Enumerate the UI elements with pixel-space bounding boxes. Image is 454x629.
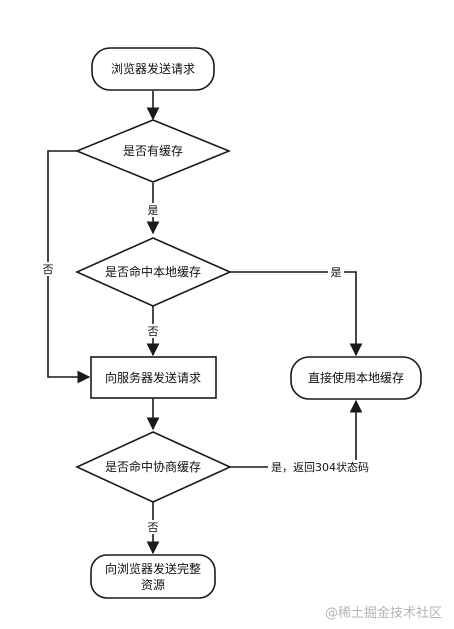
edge-hit-local-yes — [230, 271, 363, 357]
node-start-box — [91, 47, 215, 91]
edge-label-hit-local-yes: 是 — [331, 266, 342, 279]
node-send-server-box — [90, 356, 217, 399]
edge-label-negotiate-no: 否 — [148, 521, 159, 534]
node-full-resource-label-line2: 资源 — [141, 578, 165, 592]
node-full-resource-label-line1: 向浏览器发送完整 — [105, 561, 201, 576]
edge-label-has-cache-no: 否 — [43, 263, 54, 276]
node-hit-negotiate-label: 是否命中协商缓存 — [105, 459, 201, 474]
node-send-server-label: 向服务器发送请求 — [105, 370, 201, 385]
node-hit-negotiate-diamond — [75, 431, 232, 503]
node-has-cache-label: 是否有缓存 — [123, 144, 183, 158]
node-hit-local-label: 是否命中本地缓存 — [105, 264, 201, 279]
node-use-local-box — [290, 356, 422, 400]
node-has-cache-diamond — [74, 119, 232, 183]
node-start-label: 浏览器发送请求 — [111, 61, 195, 76]
node-full-resource-box — [90, 554, 216, 599]
node-hit-local-diamond — [75, 237, 232, 307]
edge-label-negotiate-yes: 是，返回304状态码 — [271, 460, 369, 474]
watermark: @稀土掘金技术社区 — [324, 606, 442, 621]
node-use-local-label: 直接使用本地缓存 — [308, 370, 404, 385]
edge-negotiate-yes — [230, 399, 363, 468]
edge-label-hit-local-no: 否 — [148, 325, 159, 338]
edge-label-has-cache-yes: 是 — [148, 204, 159, 217]
